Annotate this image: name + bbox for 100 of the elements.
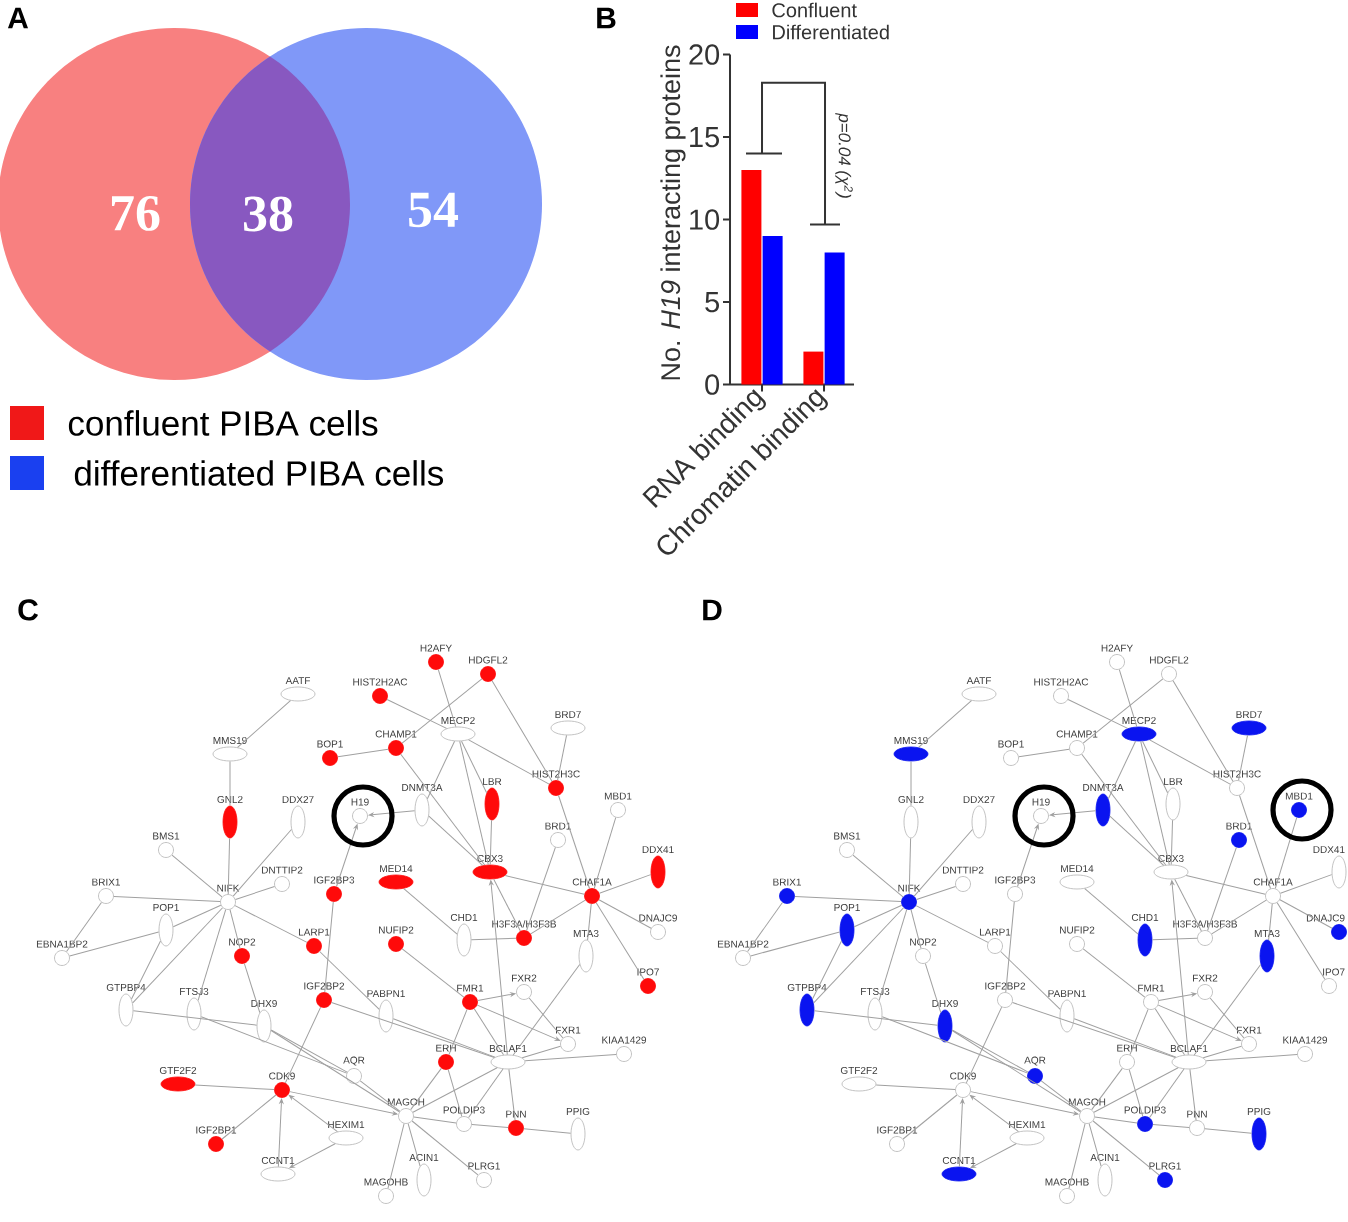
connector-line — [386, 698, 448, 729]
legend-label: confluent PIBA cells — [68, 410, 378, 436]
connector-line — [910, 760, 912, 807]
connector-line — [459, 740, 489, 866]
panel-letter: B — [597, 7, 616, 29]
connector-line — [1140, 740, 1170, 866]
connector-line — [229, 760, 231, 807]
connector-line — [1239, 795, 1271, 889]
connector-line — [1154, 1008, 1185, 1056]
panel-letter: C — [18, 599, 38, 621]
y-tick-label: 20 — [689, 44, 720, 65]
connector-line — [1151, 937, 1198, 941]
connector-line — [852, 854, 904, 898]
connector-line — [428, 815, 484, 866]
connector-line — [587, 903, 592, 941]
connector-line — [413, 1116, 457, 1124]
connector-line — [1018, 748, 1070, 758]
connector-line — [171, 854, 223, 898]
connector-line — [221, 1094, 277, 1140]
connector-line — [557, 734, 568, 781]
connector-line — [1211, 899, 1267, 935]
arrow — [970, 1143, 1017, 1169]
arrow — [970, 1091, 1079, 1116]
overlap-count: 38 — [243, 196, 293, 232]
connector-line — [875, 1084, 956, 1091]
connector-line — [1082, 678, 1164, 744]
connector-line — [403, 888, 458, 935]
connector-line — [508, 1068, 516, 1121]
connector-line — [1142, 740, 1169, 794]
arrow — [1157, 1004, 1242, 1041]
arrow — [1170, 880, 1189, 1056]
connector-line — [1073, 1018, 1177, 1058]
connector-line — [1174, 878, 1202, 932]
arrow — [336, 824, 358, 887]
connector-line — [1202, 1045, 1242, 1059]
connector-line — [878, 909, 908, 1001]
y-axis-title: No. H19 interacting proteins — [660, 45, 686, 380]
arrow — [958, 1098, 965, 1168]
connector-line — [401, 678, 483, 744]
legend-label: Differentiated — [773, 24, 889, 40]
connector-line — [1129, 1008, 1149, 1056]
connector-line — [523, 1128, 572, 1134]
connector-line — [1149, 739, 1231, 785]
connector-line — [512, 964, 581, 1056]
arrow — [1049, 810, 1097, 817]
annotation: p=0.04 (χ$^{2}$) — [835, 112, 853, 198]
connector-line — [1005, 901, 1015, 993]
connector-line — [1094, 1116, 1138, 1124]
connector-line — [493, 878, 521, 932]
connector-line — [410, 1067, 442, 1111]
connector-line — [197, 909, 227, 1001]
y-tick-label: 5 — [705, 291, 720, 313]
connector-line — [66, 901, 102, 953]
panel-letter: A — [7, 7, 29, 29]
connector-line — [1109, 815, 1165, 866]
connector-line — [1082, 948, 1146, 998]
connector-line — [471, 1124, 509, 1128]
connector-line — [468, 1068, 504, 1119]
connector-line — [131, 940, 161, 1000]
arrow — [277, 1098, 284, 1168]
connector-line — [400, 753, 486, 866]
connector-line — [448, 1008, 468, 1056]
connector-line — [526, 846, 556, 932]
connector-line — [194, 1084, 275, 1091]
connector-line — [1279, 899, 1333, 929]
connector-line — [489, 819, 493, 866]
bar — [803, 351, 824, 385]
connector-line — [813, 907, 905, 1004]
connector-line — [1118, 669, 1138, 728]
connector-line — [407, 1123, 421, 1167]
connector-line — [491, 680, 553, 782]
arrow — [969, 1095, 1019, 1133]
y-tick-label: 10 — [690, 209, 720, 230]
connector-line — [1268, 903, 1273, 941]
arrow — [289, 1091, 398, 1116]
connector-line — [524, 1054, 617, 1062]
arrow — [1017, 824, 1039, 887]
connector-line — [902, 1094, 958, 1140]
connector-line — [324, 901, 334, 993]
connector-line — [598, 874, 652, 894]
connector-line — [1152, 1124, 1190, 1128]
connector-line — [916, 886, 956, 900]
connector-line — [284, 1006, 322, 1084]
connector-line — [1170, 819, 1174, 866]
connector-line — [504, 875, 585, 895]
connector-line — [1149, 1068, 1185, 1119]
connector-line — [965, 1006, 1003, 1084]
panel-letter: D — [703, 599, 722, 621]
connector-line — [232, 829, 292, 897]
connector-line — [132, 1010, 258, 1026]
connector-line — [270, 1030, 400, 1113]
legend-label: Confluent — [772, 2, 857, 18]
connector-line — [401, 948, 465, 998]
connector-line — [528, 997, 564, 1039]
connector-line — [1000, 951, 1061, 1010]
connector-line — [1189, 1068, 1197, 1121]
connector-line — [1276, 902, 1326, 980]
connector-line — [392, 1018, 496, 1058]
connector-line — [1193, 964, 1262, 1056]
connector-line — [270, 1029, 348, 1073]
